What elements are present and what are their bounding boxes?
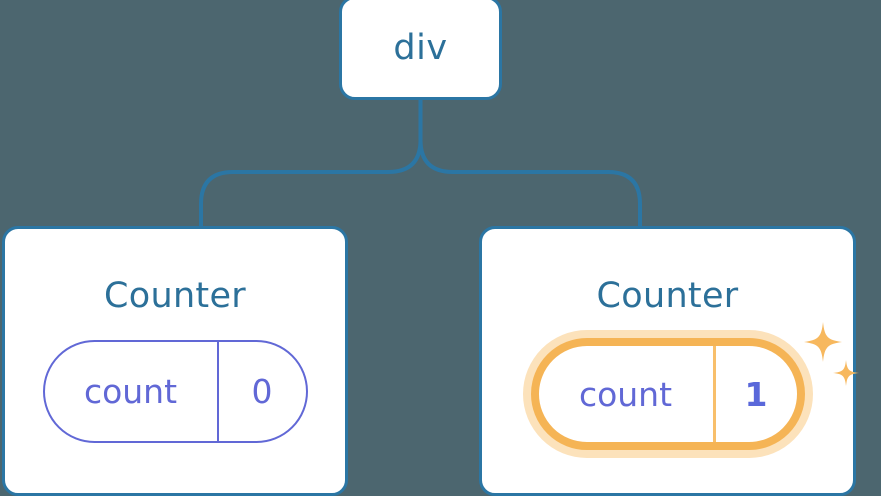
sparkle-large-icon	[803, 322, 842, 362]
state-pill-wrapper: count 0	[42, 340, 308, 443]
state-pill-value: 0	[219, 342, 306, 441]
component-title: Counter	[104, 276, 246, 316]
node-counter-right[interactable]: Counter count 1	[479, 226, 859, 496]
state-key-label: count	[578, 374, 673, 414]
state-pill-value: 1	[716, 346, 797, 442]
state-pill-highlighted[interactable]: count 1	[530, 338, 805, 450]
node-root-div[interactable]: div	[339, 0, 502, 100]
state-value-label: 0	[251, 372, 273, 411]
root-node-label: div	[393, 27, 448, 68]
state-key-label: count	[83, 372, 178, 411]
node-counter-left[interactable]: Counter count 0	[2, 226, 348, 496]
state-pill-glow: count 1	[522, 322, 859, 458]
state-pill[interactable]: count 0	[42, 340, 308, 443]
state-pill-key: count	[539, 346, 716, 442]
state-pill-key: count	[45, 342, 219, 441]
state-value-label: 1	[744, 374, 768, 414]
component-title: Counter	[596, 276, 739, 316]
sparkle-small-icon	[832, 360, 859, 386]
